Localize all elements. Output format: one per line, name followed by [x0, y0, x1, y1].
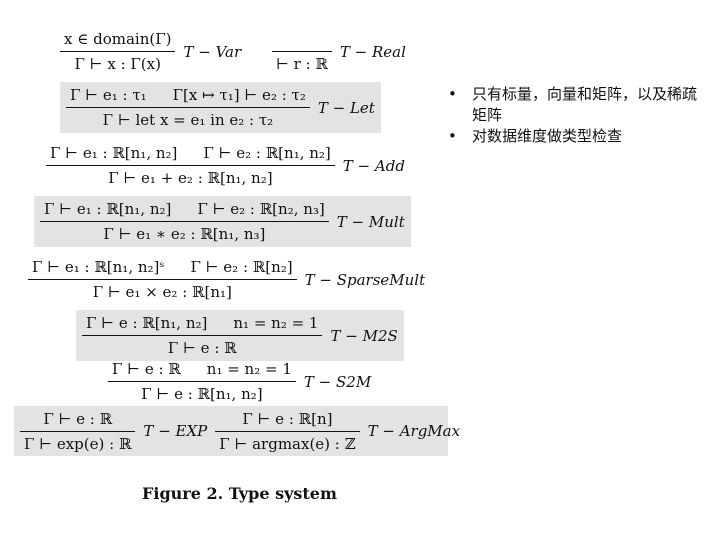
- inference-bar: [272, 51, 332, 52]
- rule-t-let: Γ ⊢ e₁ : τ₁ Γ[x ↦ τ₁] ⊢ e₂ : τ₂ Γ ⊢ let …: [60, 82, 381, 133]
- rule-row-exp-argmax: Γ ⊢ e : ℝ Γ ⊢ exp(e) : ℝ T − EXP Γ ⊢ e :…: [14, 406, 460, 456]
- rule-name: T − S2M: [303, 372, 372, 391]
- rule-fraction: Γ ⊢ e₁ : τ₁ Γ[x ↦ τ₁] ⊢ e₂ : τ₂ Γ ⊢ let …: [66, 86, 310, 129]
- bullet-marker: •: [448, 85, 457, 103]
- premise: Γ ⊢ e₁ : ℝ[n₁, n₂]: [50, 144, 178, 162]
- rule-fraction: Γ ⊢ e₁ : ℝ[n₁, n₂] Γ ⊢ e₂ : ℝ[n₁, n₂] Γ …: [46, 144, 335, 187]
- inference-bar: [28, 279, 297, 280]
- rule-conclusion: Γ ⊢ exp(e) : ℝ: [24, 434, 132, 453]
- rule-premises: Γ ⊢ e₁ : ℝ[n₁, n₂] Γ ⊢ e₂ : ℝ[n₂, n₃]: [40, 200, 329, 221]
- rule-name: T − Mult: [336, 212, 405, 231]
- rule-name: T − Var: [183, 42, 242, 61]
- bullet-text: 对数据维度做类型检查: [472, 127, 623, 145]
- bullet-list: • 只有标量，向量和矩阵，以及稀疏矩阵 • 对数据维度做类型检查: [446, 84, 706, 147]
- rule-t-m2s: Γ ⊢ e : ℝ[n₁, n₂] n₁ = n₂ = 1 Γ ⊢ e : ℝ …: [76, 310, 404, 361]
- rule-conclusion: Γ ⊢ e : ℝ[n₁, n₂]: [141, 385, 263, 403]
- premise: Γ ⊢ e : ℝ: [43, 409, 113, 428]
- rule-fraction: Γ ⊢ e : ℝ[n] Γ ⊢ argmax(e) : ℤ: [215, 410, 360, 453]
- figure-caption: Figure 2. Type system: [142, 484, 337, 503]
- bullet-item: • 只有标量，向量和矩阵，以及稀疏矩阵: [446, 84, 706, 126]
- rule-t-sparsemult: Γ ⊢ e₁ : ℝ[n₁, n₂]ˢ Γ ⊢ e₂ : ℝ[n₂] Γ ⊢ e…: [28, 258, 425, 301]
- premise: Γ ⊢ e₂ : ℝ[n₁, n₂]: [203, 144, 331, 162]
- rule-conclusion: Γ ⊢ argmax(e) : ℤ: [219, 434, 356, 453]
- rule-fraction: Γ ⊢ e : ℝ Γ ⊢ exp(e) : ℝ: [20, 410, 136, 453]
- rule-fraction: x ∈ domain(Γ) Γ ⊢ x : Γ(x): [60, 30, 176, 73]
- premise: Γ ⊢ e : ℝ[n₁, n₂]: [86, 314, 208, 332]
- premise: Γ ⊢ e : ℝ[n]: [242, 409, 333, 428]
- premise: x ∈ domain(Γ): [64, 30, 172, 48]
- rule-premises: Γ ⊢ e : ℝ n₁ = n₂ = 1: [108, 360, 296, 381]
- rule-t-mult: Γ ⊢ e₁ : ℝ[n₁, n₂] Γ ⊢ e₂ : ℝ[n₂, n₃] Γ …: [34, 196, 411, 247]
- rule-t-add: Γ ⊢ e₁ : ℝ[n₁, n₂] Γ ⊢ e₂ : ℝ[n₁, n₂] Γ …: [46, 144, 405, 187]
- inference-bar: [215, 430, 360, 432]
- rule-premises: Γ ⊢ e₁ : τ₁ Γ[x ↦ τ₁] ⊢ e₂ : τ₂: [66, 86, 310, 107]
- inference-bar: [46, 165, 335, 166]
- rule-fraction: Γ ⊢ e : ℝ n₁ = n₂ = 1 Γ ⊢ e : ℝ[n₁, n₂]: [108, 360, 296, 403]
- rule-name: T − SparseMult: [304, 270, 426, 289]
- inference-bar: [108, 381, 296, 382]
- rule-premises: Γ ⊢ e₁ : ℝ[n₁, n₂]ˢ Γ ⊢ e₂ : ℝ[n₂]: [28, 258, 297, 279]
- rule-premises: x ∈ domain(Γ): [60, 30, 175, 51]
- premise: Γ ⊢ e : ℝ: [112, 360, 181, 378]
- rule-t-var: x ∈ domain(Γ) Γ ⊢ x : Γ(x) T − Var: [60, 30, 241, 73]
- rule-conclusion: Γ ⊢ x : Γ(x): [74, 55, 161, 73]
- rule-name: T − Add: [342, 156, 405, 175]
- rule-name: T − Real: [339, 42, 406, 61]
- inference-bar: [20, 430, 136, 432]
- rule-fraction: ⊢ r : ℝ: [272, 30, 332, 73]
- rule-conclusion: Γ ⊢ e₁ × e₂ : ℝ[n₁]: [92, 283, 232, 301]
- rule-premises: [298, 30, 306, 51]
- rule-fraction: Γ ⊢ e₁ : ℝ[n₁, n₂]ˢ Γ ⊢ e₂ : ℝ[n₂] Γ ⊢ e…: [28, 258, 297, 301]
- rule-fraction: Γ ⊢ e₁ : ℝ[n₁, n₂] Γ ⊢ e₂ : ℝ[n₂, n₃] Γ …: [40, 200, 329, 243]
- rule-t-real: ⊢ r : ℝ T − Real: [272, 30, 406, 73]
- rule-name: T − M2S: [330, 326, 398, 345]
- inference-bar: [82, 335, 323, 336]
- rule-conclusion: Γ ⊢ let x = e₁ in e₂ : τ₂: [102, 111, 274, 129]
- premise: n₁ = n₂ = 1: [233, 314, 319, 332]
- rule-t-s2m: Γ ⊢ e : ℝ n₁ = n₂ = 1 Γ ⊢ e : ℝ[n₁, n₂] …: [108, 360, 371, 403]
- premise: Γ ⊢ e₁ : ℝ[n₁, n₂]ˢ: [32, 258, 165, 276]
- rule-name: T − Let: [317, 98, 375, 117]
- rule-name: T − ArgMax: [367, 422, 461, 440]
- rule-conclusion: ⊢ r : ℝ: [276, 55, 328, 73]
- premise: Γ ⊢ e₁ : τ₁: [70, 86, 147, 104]
- premise: Γ ⊢ e₂ : ℝ[n₂]: [190, 258, 293, 276]
- premise: Γ[x ↦ τ₁] ⊢ e₂ : τ₂: [172, 86, 306, 104]
- rule-t-exp: Γ ⊢ e : ℝ Γ ⊢ exp(e) : ℝ T − EXP: [20, 410, 207, 453]
- rule-premises: Γ ⊢ e₁ : ℝ[n₁, n₂] Γ ⊢ e₂ : ℝ[n₁, n₂]: [46, 144, 335, 165]
- rule-name: T − EXP: [143, 422, 208, 440]
- premise: Γ ⊢ e₁ : ℝ[n₁, n₂]: [44, 200, 172, 218]
- rule-fraction: Γ ⊢ e : ℝ[n₁, n₂] n₁ = n₂ = 1 Γ ⊢ e : ℝ: [82, 314, 323, 357]
- bullet-text: 只有标量，向量和矩阵，以及稀疏矩阵: [472, 85, 698, 124]
- rule-premises: Γ ⊢ e : ℝ[n]: [238, 410, 336, 431]
- inference-bar: [60, 51, 176, 52]
- bullet-marker: •: [448, 127, 457, 145]
- bullet-item: • 对数据维度做类型检查: [446, 126, 706, 147]
- rule-premises: Γ ⊢ e : ℝ[n₁, n₂] n₁ = n₂ = 1: [82, 314, 322, 335]
- inference-bar: [40, 221, 329, 222]
- premise: n₁ = n₂ = 1: [206, 360, 292, 378]
- rule-conclusion: Γ ⊢ e₁ + e₂ : ℝ[n₁, n₂]: [108, 169, 273, 187]
- inference-bar: [66, 107, 310, 108]
- premise: Γ ⊢ e₂ : ℝ[n₂, n₃]: [197, 200, 325, 218]
- rule-conclusion: Γ ⊢ e : ℝ: [167, 339, 237, 357]
- rule-premises: Γ ⊢ e : ℝ: [39, 410, 116, 431]
- rule-conclusion: Γ ⊢ e₁ ∗ e₂ : ℝ[n₁, n₃]: [103, 225, 266, 243]
- rule-t-argmax: Γ ⊢ e : ℝ[n] Γ ⊢ argmax(e) : ℤ T − ArgMa…: [215, 410, 460, 453]
